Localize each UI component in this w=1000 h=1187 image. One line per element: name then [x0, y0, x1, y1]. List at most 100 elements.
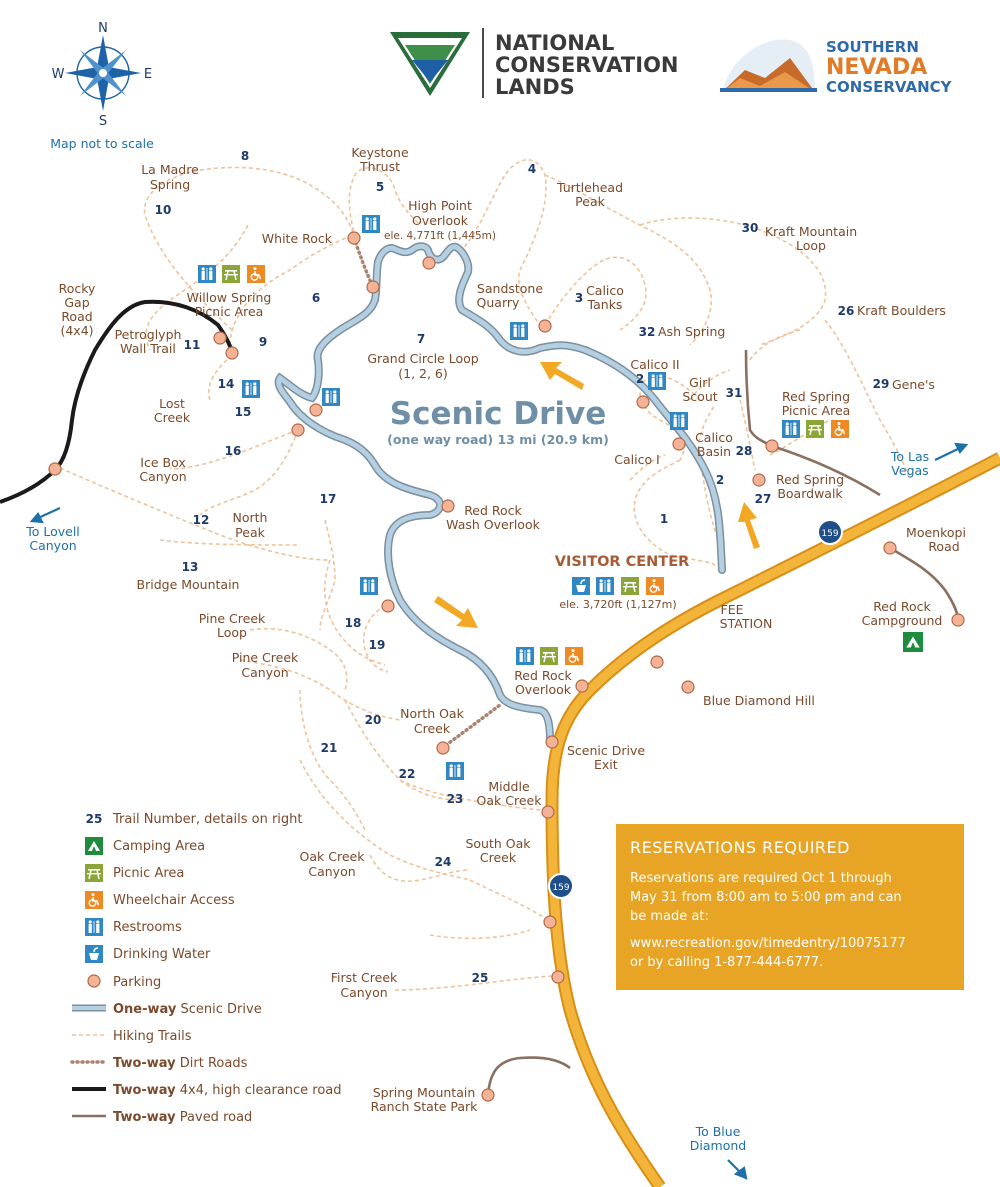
- trail-number: 12: [193, 513, 210, 527]
- trail-number: 20: [365, 713, 382, 727]
- place-label: (4x4): [60, 323, 93, 338]
- place-label: Wash Overlook: [446, 517, 540, 532]
- legend-item-scenic: One-way Scenic Drive: [113, 1002, 262, 1017]
- place-label: Gene's: [892, 377, 935, 392]
- place-label: To Blue: [695, 1124, 741, 1139]
- trail-number: 3: [575, 291, 583, 305]
- place-label: Overlook: [515, 682, 572, 697]
- legend-item-4x4: Two-way 4x4, high clearance road: [113, 1083, 342, 1098]
- place-label: Campground: [862, 613, 943, 628]
- place-label: Road: [61, 309, 92, 324]
- trail-number: 19: [369, 638, 386, 652]
- high-point-elevation: ele. 4,771ft (1,445m): [384, 230, 496, 242]
- trail-number: 11: [184, 338, 201, 352]
- place-label: Oak Creek: [300, 849, 366, 864]
- parking-markers: [48, 231, 965, 1102]
- place-label: Canyon: [29, 538, 76, 553]
- snc-logo: SOUTHERN NEVADA CONSERVANCY: [720, 38, 953, 96]
- place-label: Scout: [682, 389, 717, 404]
- place-label: Girl: [689, 375, 711, 390]
- route-shield-label: 159: [552, 883, 569, 893]
- place-label: Red Spring: [782, 389, 850, 404]
- high-point-line-1: High Point: [408, 198, 472, 213]
- place-label: Creek: [414, 721, 451, 736]
- trail-number: 22: [399, 767, 416, 781]
- place-label: To Lovell: [25, 524, 80, 539]
- place-label: La Madre: [141, 162, 199, 177]
- place-label: White Rock: [262, 231, 333, 246]
- place-label: Pine Creek: [199, 611, 266, 626]
- place-label: Pine Creek: [232, 650, 299, 665]
- reservations-line: Reservations are required Oct 1 through: [630, 871, 892, 886]
- highway-159: [545, 452, 1000, 1187]
- place-label: Lost: [159, 396, 185, 411]
- ncl-line-3: LANDS: [495, 75, 575, 99]
- place-label: Canyon: [308, 864, 355, 879]
- legend-item-hiking: Hiking Trails: [113, 1029, 192, 1044]
- direction-arrows: [434, 362, 760, 628]
- place-label: Grand Circle Loop: [367, 351, 478, 366]
- place-label: Picnic Area: [195, 304, 264, 319]
- trail-number: 26: [838, 304, 855, 318]
- place-label: (1, 2, 6): [398, 366, 448, 381]
- trail-number: 10: [155, 203, 172, 217]
- place-label: Loop: [217, 625, 247, 640]
- place-label: Kraft Mountain: [765, 224, 857, 239]
- compass-s: S: [99, 114, 107, 129]
- scenic-drive: [274, 242, 726, 744]
- place-labels: La Madre Spring Keystone Thrust Turtlehe…: [25, 145, 966, 1153]
- exit-arrows: [29, 442, 969, 1180]
- place-label: Spring Mountain: [373, 1085, 476, 1100]
- place-label: Keystone: [351, 145, 409, 160]
- legend-item-picnic: Picnic Area: [113, 866, 184, 881]
- high-point-line-2: Overlook: [412, 213, 469, 228]
- map-title: Scenic Drive: [390, 396, 606, 432]
- reservations-title: RESERVATIONS REQUIRED: [630, 838, 850, 857]
- reservations-phone: or by calling 1-877-444-6777.: [630, 955, 824, 970]
- trail-number: 16: [225, 444, 242, 458]
- snc-line-1: SOUTHERN: [826, 38, 919, 56]
- snc-line-2: NEVADA: [826, 55, 927, 80]
- trail-number: 21: [321, 741, 338, 755]
- drinking-water-icon: [85, 945, 103, 963]
- place-label: Calico II: [630, 357, 679, 372]
- restroom-icon: [85, 918, 103, 936]
- trail-number: 28: [736, 444, 753, 458]
- ncl-line-1: NATIONAL: [495, 31, 614, 55]
- place-label: Loop: [796, 238, 826, 253]
- trail-number: 18: [345, 616, 362, 630]
- place-label: Red Spring: [776, 472, 844, 487]
- place-label: Canyon: [139, 469, 186, 484]
- place-label: Diamond: [690, 1138, 746, 1153]
- place-label: Boardwalk: [777, 486, 843, 501]
- trail-number: 29: [873, 377, 890, 391]
- place-label: Ash Spring: [658, 324, 725, 339]
- legend-item-parking: Parking: [113, 975, 161, 990]
- place-label: Willow Spring: [187, 290, 272, 305]
- compass-w: W: [52, 67, 65, 82]
- camping-icon: [85, 837, 103, 855]
- place-label: Canyon: [340, 985, 387, 1000]
- place-label: Picnic Area: [782, 403, 851, 418]
- trail-number: 8: [241, 149, 249, 163]
- legend-item-dirt: Two-way Dirt Roads: [113, 1056, 248, 1071]
- place-label: Vegas: [891, 463, 928, 478]
- place-label: Ice Box: [140, 455, 185, 470]
- place-label: STATION: [720, 616, 773, 631]
- place-label: Tanks: [587, 297, 623, 312]
- place-label: Peak: [235, 525, 265, 540]
- place-label: Creek: [154, 410, 191, 425]
- trail-number: 7: [417, 332, 425, 346]
- visitor-center-elevation: ele. 3,720ft (1,127m): [559, 598, 676, 611]
- place-label: Creek: [480, 850, 517, 865]
- trail-number: 32: [639, 325, 656, 339]
- reservations-url[interactable]: www.recreation.gov/timedentry/10075177: [630, 936, 906, 951]
- place-label: Scenic Drive: [567, 743, 645, 758]
- trail-number: 24: [435, 855, 452, 869]
- place-label: Basin: [697, 444, 731, 459]
- compass-rose: N S E W: [52, 21, 153, 129]
- place-label: Exit: [594, 757, 618, 772]
- trail-number: 23: [447, 792, 464, 806]
- place-label: Canyon: [241, 665, 288, 680]
- legend-item-wheelchair: Wheelchair Access: [113, 893, 235, 908]
